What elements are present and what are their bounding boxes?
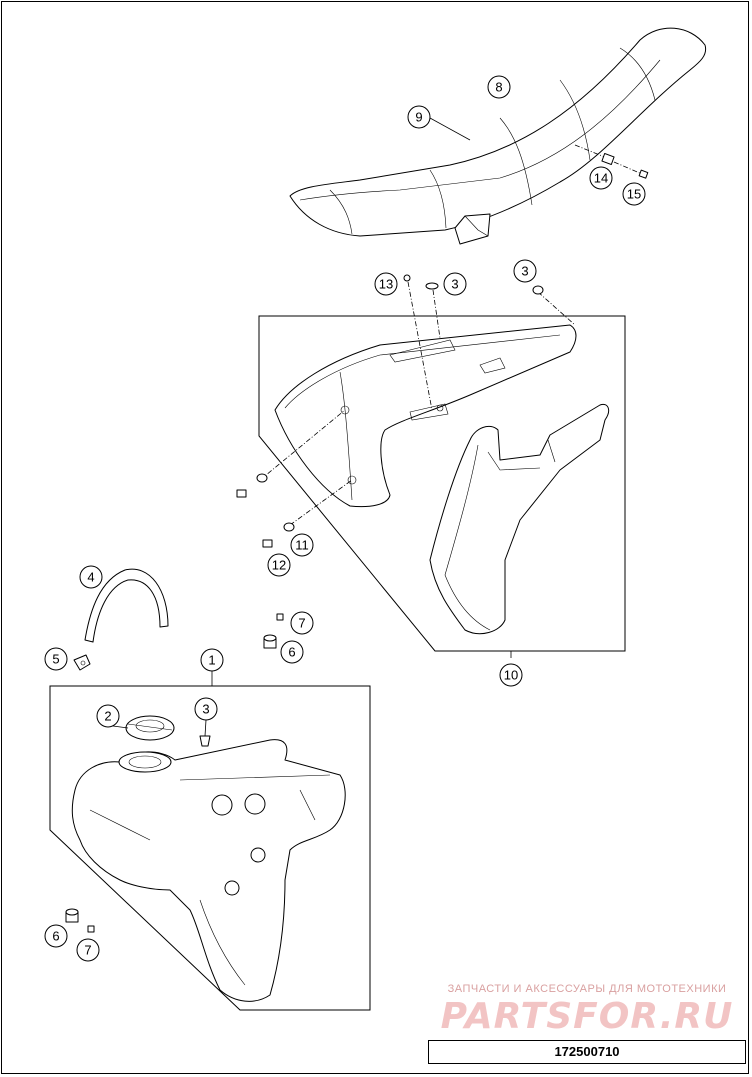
svg-text:6: 6 bbox=[288, 645, 295, 660]
callout-7-lower[interactable]: 7 bbox=[76, 938, 100, 962]
seat-illustration[interactable] bbox=[289, 27, 707, 245]
callout-8[interactable]: 8 bbox=[487, 75, 511, 99]
callout-9[interactable]: 9 bbox=[407, 105, 431, 129]
svg-text:7: 7 bbox=[298, 616, 305, 631]
svg-text:15: 15 bbox=[627, 187, 641, 202]
side-cover-group-box bbox=[258, 315, 626, 652]
rubber-grommet-lower[interactable] bbox=[65, 908, 95, 933]
callout-3-top-mid[interactable]: 3 bbox=[443, 272, 467, 296]
svg-text:9: 9 bbox=[415, 110, 422, 125]
callout-15[interactable]: 15 bbox=[622, 182, 646, 206]
watermark-tagline: ЗАПЧАСТИ И АКСЕССУАРЫ ДЛЯ МОТОТЕХНИКИ bbox=[447, 983, 727, 995]
callout-3-lower[interactable]: 3 bbox=[194, 697, 218, 721]
callout-10[interactable]: 10 bbox=[499, 663, 523, 687]
callout-2[interactable]: 2 bbox=[96, 704, 120, 728]
callout-7-upper[interactable]: 7 bbox=[290, 611, 314, 635]
callout-3-top-right[interactable]: 3 bbox=[513, 259, 537, 283]
side-panel-right[interactable] bbox=[429, 403, 610, 635]
svg-text:2: 2 bbox=[104, 709, 111, 724]
callout-6-upper[interactable]: 6 bbox=[280, 640, 304, 664]
fuel-cap[interactable] bbox=[125, 715, 175, 741]
side-panel-fasteners[interactable] bbox=[236, 274, 576, 548]
callout-4[interactable]: 4 bbox=[79, 565, 103, 589]
fuel-tank[interactable] bbox=[71, 739, 346, 1002]
svg-text:12: 12 bbox=[272, 558, 286, 573]
fuel-tank-group-box bbox=[49, 685, 371, 1011]
svg-text:1: 1 bbox=[208, 653, 215, 668]
callout-11[interactable]: 11 bbox=[290, 533, 314, 557]
svg-text:3: 3 bbox=[521, 264, 528, 279]
svg-text:3: 3 bbox=[202, 702, 209, 717]
svg-text:13: 13 bbox=[379, 277, 393, 292]
svg-text:4: 4 bbox=[87, 570, 94, 585]
callout-6-lower[interactable]: 6 bbox=[44, 924, 68, 948]
hose-fitting[interactable] bbox=[73, 654, 91, 671]
drawing-number: 172500710 bbox=[428, 1040, 746, 1064]
seat-bolt[interactable] bbox=[574, 144, 649, 179]
svg-text:5: 5 bbox=[52, 652, 59, 667]
side-panel-left[interactable] bbox=[274, 324, 577, 508]
svg-text:11: 11 bbox=[295, 538, 309, 553]
svg-text:3: 3 bbox=[451, 277, 458, 292]
callout-13[interactable]: 13 bbox=[374, 272, 398, 296]
svg-text:14: 14 bbox=[594, 171, 608, 186]
callout-14[interactable]: 14 bbox=[589, 166, 613, 190]
tank-screw[interactable] bbox=[199, 735, 211, 747]
callout-5[interactable]: 5 bbox=[44, 647, 68, 671]
watermark-logo: PARTSFOR.RU bbox=[440, 996, 734, 1037]
svg-text:6: 6 bbox=[52, 929, 59, 944]
callout-1[interactable]: 1 bbox=[200, 648, 224, 672]
svg-text:10: 10 bbox=[504, 668, 518, 683]
vent-hose[interactable] bbox=[84, 568, 169, 643]
svg-text:8: 8 bbox=[495, 80, 502, 95]
callout-12[interactable]: 12 bbox=[267, 553, 291, 577]
rubber-grommet-upper[interactable] bbox=[263, 613, 284, 649]
svg-text:7: 7 bbox=[84, 943, 91, 958]
